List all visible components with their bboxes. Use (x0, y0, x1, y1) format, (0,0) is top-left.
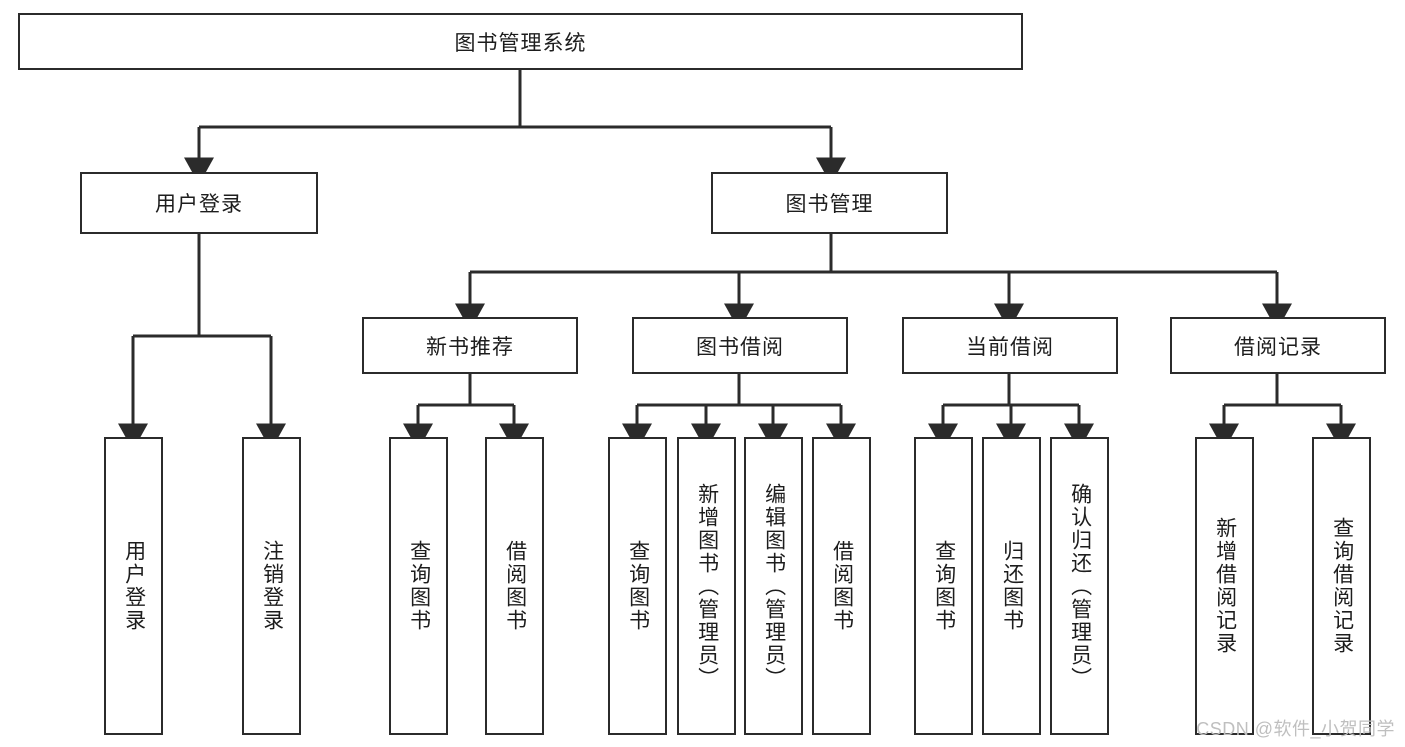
node-leaf-borrow-book-2[interactable]: 借阅图书 (812, 437, 871, 735)
node-leaf-user-logout[interactable]: 注销登录 (242, 437, 301, 735)
node-leaf-user-login-label: 用户登录 (122, 540, 146, 632)
node-leaf-borrow-book-2-label: 借阅图书 (830, 540, 854, 632)
node-leaf-query-book-2[interactable]: 查询图书 (608, 437, 667, 735)
node-leaf-return-book-label: 归还图书 (1000, 540, 1024, 632)
node-user-login[interactable]: 用户登录 (80, 172, 318, 234)
node-leaf-query-record-label: 查询借阅记录 (1330, 517, 1354, 655)
node-leaf-confirm-return[interactable]: 确认归还（管理员） (1050, 437, 1109, 735)
node-current-borrow-label: 当前借阅 (966, 335, 1054, 359)
node-leaf-add-record[interactable]: 新增借阅记录 (1195, 437, 1254, 735)
node-leaf-edit-book[interactable]: 编辑图书（管理员） (744, 437, 803, 735)
node-leaf-add-book[interactable]: 新增图书（管理员） (677, 437, 736, 735)
node-leaf-query-book-1[interactable]: 查询图书 (389, 437, 448, 735)
node-book-manage-label: 图书管理 (785, 193, 874, 216)
node-root-label: 图书管理系统 (454, 31, 587, 55)
node-leaf-query-book-2-label: 查询图书 (626, 540, 650, 632)
node-leaf-user-login[interactable]: 用户登录 (104, 437, 163, 735)
node-book-borrow[interactable]: 图书借阅 (632, 317, 848, 374)
node-book-manage[interactable]: 图书管理 (711, 172, 948, 234)
node-book-borrow-label: 图书借阅 (696, 335, 784, 359)
node-leaf-user-logout-label: 注销登录 (260, 540, 284, 632)
node-leaf-borrow-book-1-label: 借阅图书 (503, 540, 527, 632)
node-root[interactable]: 图书管理系统 (18, 13, 1023, 70)
node-leaf-borrow-book-1[interactable]: 借阅图书 (485, 437, 544, 735)
node-user-login-label: 用户登录 (155, 193, 243, 216)
node-leaf-return-book[interactable]: 归还图书 (982, 437, 1041, 735)
node-new-book-recommend[interactable]: 新书推荐 (362, 317, 578, 374)
watermark: CSDN @软件_小贺同学 (1196, 719, 1395, 739)
node-leaf-add-record-label: 新增借阅记录 (1213, 517, 1237, 655)
node-leaf-query-book-3-label: 查询图书 (932, 540, 956, 632)
node-leaf-query-book-3[interactable]: 查询图书 (914, 437, 973, 735)
node-leaf-query-record[interactable]: 查询借阅记录 (1312, 437, 1371, 735)
node-leaf-edit-book-label: 编辑图书（管理员） (762, 482, 786, 690)
node-leaf-confirm-return-label: 确认归还（管理员） (1068, 482, 1092, 690)
node-new-book-recommend-label: 新书推荐 (426, 335, 514, 359)
node-borrow-record[interactable]: 借阅记录 (1170, 317, 1386, 374)
node-leaf-add-book-label: 新增图书（管理员） (695, 482, 719, 690)
node-borrow-record-label: 借阅记录 (1234, 335, 1322, 359)
node-leaf-query-book-1-label: 查询图书 (407, 540, 431, 632)
node-current-borrow[interactable]: 当前借阅 (902, 317, 1118, 374)
